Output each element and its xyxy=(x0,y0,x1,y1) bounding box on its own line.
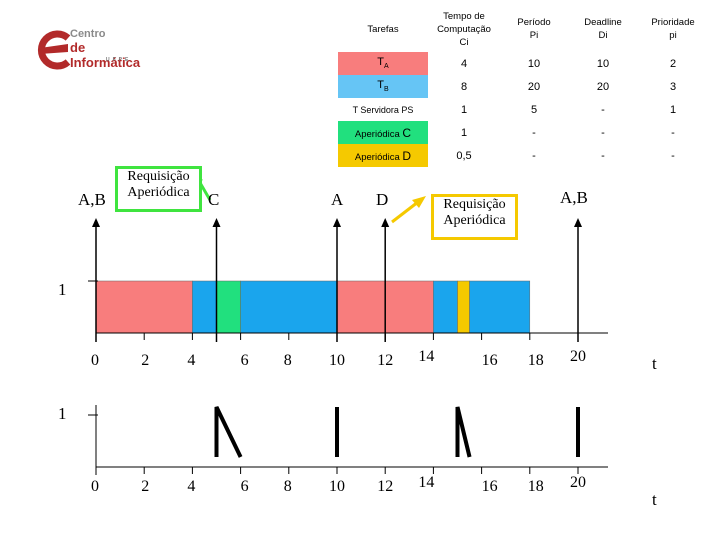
arrival-arrow-t5-head xyxy=(212,218,221,227)
pi-cell: 5 xyxy=(530,103,538,116)
x-tick-label-top: 6 xyxy=(240,352,249,369)
header-tarefas: Tarefas xyxy=(367,23,399,35)
arrival-arrow-t10-head xyxy=(333,218,341,227)
schedule-bar-tb xyxy=(192,280,217,334)
di-cell: - xyxy=(601,126,605,139)
schedule-bar-tb xyxy=(433,280,458,334)
x-tick-label-top: 2 xyxy=(141,352,150,369)
capacity-consumption-t15 xyxy=(455,406,472,458)
schedule-bar-tb xyxy=(240,280,338,334)
x-tick-label-top: 20 xyxy=(570,348,586,365)
x-tick-label-bottom: 16 xyxy=(481,478,498,495)
prio-cell: - xyxy=(671,149,675,162)
arrival-arrow-t20-head xyxy=(574,218,582,227)
di-cell: - xyxy=(601,103,605,116)
x-tick-label-top: 12 xyxy=(377,352,394,369)
label-ab-left: A,B xyxy=(78,190,106,209)
x-tick-label-bottom: 8 xyxy=(283,478,292,495)
table-row: TB 8 20 20 3 xyxy=(338,75,708,98)
label-one-top: 1 xyxy=(58,280,67,299)
prio-cell: - xyxy=(671,126,675,139)
x-tick-label-top: 14 xyxy=(418,348,435,365)
schedule-bars xyxy=(95,280,531,334)
x-tick-label-top: 10 xyxy=(329,352,345,369)
ci-cell: 1 xyxy=(460,103,468,116)
pi-cell: - xyxy=(532,149,536,162)
label-t-top: t xyxy=(652,354,657,373)
x-tick-label-bottom: 12 xyxy=(377,478,394,495)
x-tick-label-top: 18 xyxy=(527,352,544,369)
task-name-cell: Aperiódica D xyxy=(338,144,428,167)
prio-cell: 2 xyxy=(669,57,677,70)
x-tick-label-top: 16 xyxy=(481,352,498,369)
prio-cell: 1 xyxy=(669,103,677,116)
label-c: C xyxy=(208,190,220,209)
x-tick-label-bottom: 6 xyxy=(240,478,249,495)
arrival-arrow-t12-head xyxy=(381,218,390,227)
table-row: Aperiódica D 0,5 - - - xyxy=(338,144,708,167)
x-tick-label-bottom: 2 xyxy=(141,478,150,495)
pi-cell: 10 xyxy=(527,57,541,70)
x-tick-label-bottom: 0 xyxy=(91,478,99,495)
pi-cell: 20 xyxy=(527,80,541,93)
di-cell: - xyxy=(601,149,605,162)
x-tick-label-bottom: 14 xyxy=(418,474,435,491)
label-ab-right: A,B xyxy=(560,188,588,207)
x-tick-label-bottom: 18 xyxy=(527,478,544,495)
x-tick-label-top: 4 xyxy=(187,352,196,369)
x-tick-label-top: 0 xyxy=(91,352,99,369)
ci-cell: 0,5 xyxy=(456,149,472,162)
aperiodic-request-box-yellow: Requisição Aperiódica xyxy=(431,194,518,240)
centro-de-informatica-logo: Centro de Informática UFPE xyxy=(36,26,156,76)
di-cell: 10 xyxy=(596,57,610,70)
prio-cell: 3 xyxy=(669,80,677,93)
pi-cell: - xyxy=(532,126,536,139)
schedule-bar-c xyxy=(216,280,241,334)
label-a: A xyxy=(331,190,344,209)
server-capacity-marks xyxy=(214,406,580,458)
label-d: D xyxy=(376,190,389,209)
x-tick-label-bottom: 4 xyxy=(187,478,196,495)
yellow-request-arrow-head xyxy=(412,196,426,208)
schedule-bar-ta xyxy=(95,280,193,334)
x-tick-label-bottom: 20 xyxy=(570,474,586,491)
yellow-request-arrow xyxy=(391,200,419,224)
label-one-bottom: 1 xyxy=(58,404,67,423)
logo-line-3: UFPE xyxy=(106,57,132,63)
logo-mark-icon xyxy=(37,30,71,70)
schedule-bar-d xyxy=(457,280,470,334)
ci-cell: 4 xyxy=(460,57,468,70)
task-name-cell: Aperiódica C xyxy=(338,121,428,144)
table-row: TA 4 10 10 2 xyxy=(338,52,708,75)
schedule-bar-tb xyxy=(469,280,531,334)
arrival-arrow-t0-head xyxy=(92,218,100,227)
x-tick-label-bottom: 10 xyxy=(329,478,345,495)
capacity-consumption-t5 xyxy=(214,406,243,458)
logo-line-1: Centro xyxy=(70,28,106,40)
task-name-cell: TA xyxy=(338,52,428,75)
ci-cell: 8 xyxy=(460,80,468,93)
aperiodic-request-box-green: Requisição Aperiódica xyxy=(115,166,202,212)
task-name-cell: T Servidora PS xyxy=(352,104,414,115)
di-cell: 20 xyxy=(596,80,610,93)
label-t-bottom: t xyxy=(652,490,657,509)
table-row: T Servidora PS 1 5 - 1 xyxy=(338,98,708,121)
task-name-cell: TB xyxy=(338,75,428,98)
ci-cell: 1 xyxy=(460,126,468,139)
table-row: Aperiódica C 1 - - - xyxy=(338,121,708,144)
x-tick-label-top: 8 xyxy=(283,352,292,369)
logo-line-2: de Informática xyxy=(70,40,141,70)
